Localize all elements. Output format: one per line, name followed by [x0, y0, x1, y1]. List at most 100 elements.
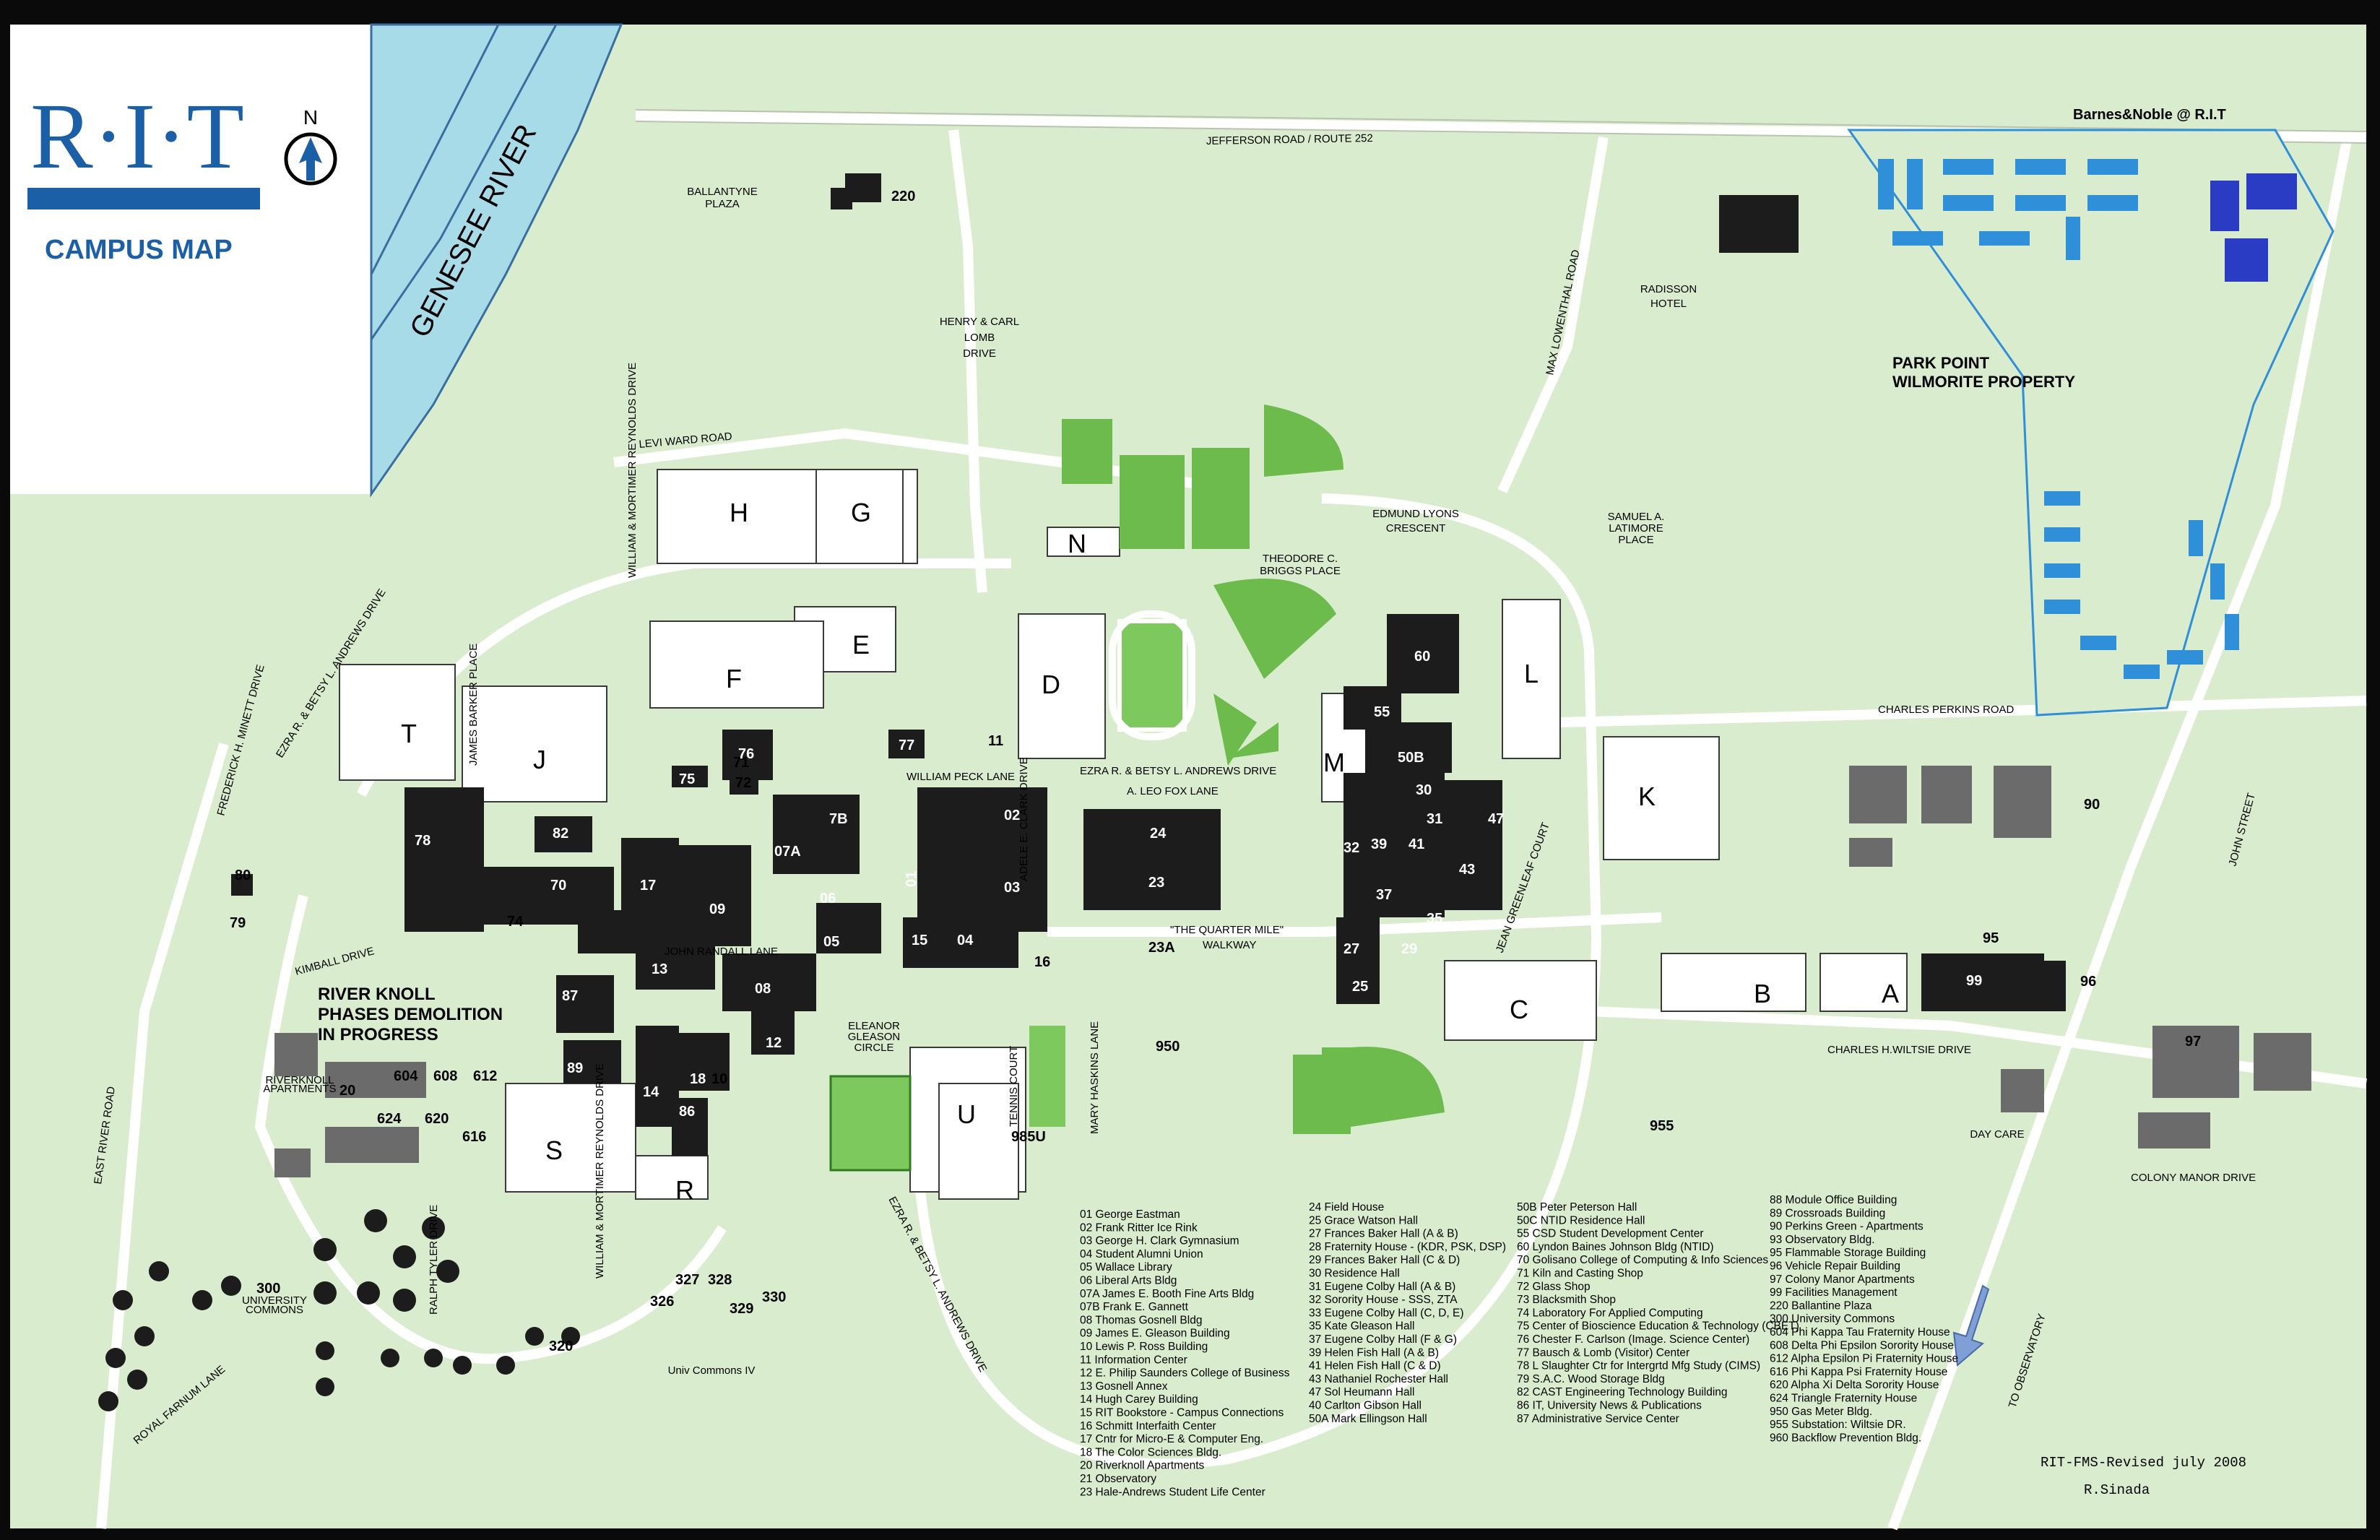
lot-k: K: [1638, 782, 1656, 811]
bldg-74: 74: [507, 914, 524, 930]
bldg-80: 80: [235, 868, 251, 883]
legend-entry: 50C NTID Residence Hall: [1517, 1214, 1645, 1227]
bldg-35: 35: [1427, 911, 1442, 927]
legend-entry: 29 Frances Baker Hall (C & D): [1309, 1254, 1460, 1266]
bldg-11: 11: [988, 733, 1003, 749]
revision-note: RIT-FMS-Revised july 2008: [2041, 1455, 2246, 1471]
road-charles-perkins: CHARLES PERKINS ROAD: [1878, 704, 2015, 716]
bldg-77: 77: [899, 737, 914, 753]
legend-entry: 955 Substation: Wiltsie DR.: [1770, 1419, 1906, 1431]
house-markers: [98, 1209, 580, 1411]
bldg-39: 39: [1371, 836, 1387, 852]
legend-entry: 15 RIT Bookstore - Campus Connections: [1080, 1407, 1284, 1419]
legend-entry: 41 Helen Fish Hall (C & D): [1309, 1360, 1441, 1372]
bldg-23: 23: [1148, 875, 1164, 891]
lot-g: G: [851, 498, 871, 527]
legend-entry: 37 Eugene Colby Hall (F & G): [1309, 1333, 1457, 1346]
legend-entry: 93 Observatory Bldg.: [1770, 1234, 1875, 1246]
legend-entry: 35 Kate Gleason Hall: [1309, 1320, 1414, 1333]
bldg-60: 60: [1414, 649, 1430, 665]
bldg-70: 70: [550, 878, 566, 894]
legend-entry: 32 Sorority House - SSS, ZTA: [1309, 1294, 1458, 1306]
legend-entry: 13 Gosnell Annex: [1080, 1380, 1168, 1393]
legend-entry: 09 James E. Gleason Building: [1080, 1328, 1230, 1340]
bldg-14: 14: [643, 1084, 659, 1100]
bldg-330: 330: [762, 1289, 786, 1305]
bldg-16: 16: [1034, 954, 1050, 970]
rit-logo-text: R·I·T: [30, 85, 244, 189]
legend-entry: 08 Thomas Gosnell Bldg: [1080, 1314, 1202, 1326]
bldg-71: 71: [733, 755, 749, 771]
bldg-624: 624: [377, 1111, 402, 1127]
legend-entry: 07A James E. Booth Fine Arts Bldg: [1080, 1288, 1254, 1300]
road-quarter-mile: "THE QUARTER MILE": [1170, 924, 1284, 936]
road-adele-clark: ADELE E. CLARK DRIVE: [1018, 757, 1030, 881]
road-ralph-tyler: RALPH TYLER DRIVE: [428, 1205, 440, 1315]
observatory-arrow-icon: [1952, 1284, 1990, 1367]
lot-h: H: [730, 498, 748, 527]
bldg-99: 99: [1966, 973, 1982, 989]
legend-entry: 88 Module Office Building: [1770, 1194, 1897, 1206]
road-leo-fox: A. LEO FOX LANE: [1127, 785, 1219, 797]
lot-e: E: [852, 630, 870, 659]
legend-entry: 78 L Slaughter Ctr for Intergrtd Mfg Stu…: [1517, 1360, 1760, 1372]
legend-entry: 03 George H. Clark Gymnasium: [1080, 1235, 1239, 1247]
bldg-08: 08: [755, 981, 771, 997]
author-note: R.Sinada: [2084, 1482, 2150, 1498]
legend-entry: 30 Residence Hall: [1309, 1268, 1400, 1280]
building-footprints: [231, 173, 2066, 1156]
legend-entry: 06 Liberal Arts Bldg: [1080, 1275, 1177, 1287]
lot-b: B: [1754, 979, 1771, 1008]
legend-entry: 28 Fraternity House - (KDR, PSK, DSP): [1309, 1241, 1506, 1253]
bldg-17: 17: [640, 878, 656, 894]
bldg-50b: 50B: [1398, 750, 1424, 766]
athletic-fields: [829, 405, 1445, 1172]
legend-entry: 300 University Commons: [1770, 1313, 1895, 1325]
lot-s: S: [545, 1135, 563, 1165]
bldg-604: 604: [394, 1068, 418, 1084]
road-mary-haskins: MARY HASKINS LANE: [1089, 1021, 1101, 1134]
road-network: [96, 111, 2367, 1531]
bldg-12: 12: [766, 1035, 782, 1051]
road-reynolds1: WILLIAM & MORTIMER REYNOLDS DRIVE: [626, 363, 639, 578]
bldg-329: 329: [730, 1301, 753, 1317]
legend-entry: 40 Carlton Gibson Hall: [1309, 1400, 1421, 1412]
bldg-87: 87: [562, 988, 578, 1004]
road-charles-wiltsie: CHARLES H.WILTSIE DRIVE: [1827, 1044, 1971, 1056]
legend-entry: 71 Kiln and Casting Shop: [1517, 1268, 1643, 1280]
legend-entry: 95 Flammable Storage Building: [1770, 1247, 1926, 1259]
legend-entry: 05 Wallace Library: [1080, 1261, 1172, 1273]
legend-entry: 73 Blacksmith Shop: [1517, 1294, 1616, 1306]
legend-entry: 76 Chester F. Carlson (Image. Science Ce…: [1517, 1333, 1749, 1346]
residence-clusters: [274, 766, 2311, 1177]
legend-entry: 27 Frances Baker Hall (A & B): [1309, 1228, 1458, 1240]
legend-entry: 14 Hugh Carey Building: [1080, 1393, 1198, 1406]
bldg-02: 02: [1004, 808, 1020, 823]
bldg-47: 47: [1488, 811, 1504, 827]
lot-c: C: [1510, 995, 1528, 1024]
north-arrow-icon: N: [284, 106, 337, 186]
legend-entry: 10 Lewis P. Ross Building: [1080, 1341, 1208, 1353]
legend-entry: 02 Frank Ritter Ice Rink: [1080, 1221, 1198, 1234]
legend-entry: 86 IT, University News & Publications: [1517, 1400, 1702, 1412]
legend-entry: 604 Phi Kappa Tau Fraternity House: [1770, 1326, 1950, 1338]
lot-n: N: [1068, 529, 1086, 558]
bldg-220: 220: [891, 189, 915, 204]
legend-entry: 624 Triangle Fraternity House: [1770, 1393, 1917, 1405]
bldg-86: 86: [679, 1104, 695, 1120]
bldg-01: 01: [904, 871, 919, 887]
bldg-10: 10: [711, 1071, 727, 1087]
legend-entry: 620 Alpha Xi Delta Sorority House: [1770, 1379, 1939, 1391]
legend-entry: 608 Delta Phi Epsilon Sorority House: [1770, 1339, 1954, 1351]
lot-l: L: [1524, 659, 1539, 688]
lot-t: T: [401, 719, 417, 748]
bldg-300: 300: [256, 1281, 280, 1297]
legend-entry: 50B Peter Peterson Hall: [1517, 1201, 1637, 1214]
